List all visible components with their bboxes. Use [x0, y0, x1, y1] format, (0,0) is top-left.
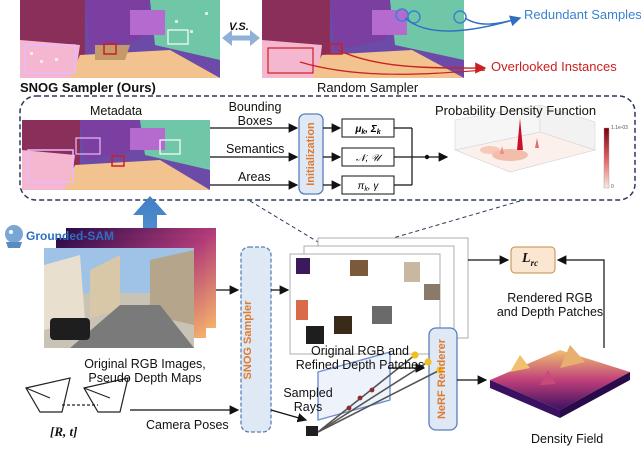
grounded-sam-icon	[5, 225, 23, 248]
rotation-translation-label: [R, t]	[50, 424, 78, 439]
grounded-sam-label: Grounded-SAM	[26, 229, 114, 243]
grounded-sam-arrow	[133, 196, 167, 255]
patches-caption-line-1: Original RGB and	[311, 344, 409, 358]
patches-caption-line-2: Refined Depth Patches	[295, 358, 425, 372]
initialization-box	[298, 113, 324, 195]
rgb-caption-line-1: Original RGB Images,	[84, 357, 206, 371]
rendered-caption-line-1: Rendered RGB	[507, 291, 593, 305]
snog-sample-image	[20, 0, 220, 78]
rgb-images-caption: Original RGB Images, Pseudo Depth Maps	[70, 357, 220, 385]
semantics-label: Semantics	[226, 142, 285, 156]
redundant-samples-label: Redundant Samples	[524, 7, 641, 22]
snog-sampler-box	[240, 246, 272, 433]
areas-label: Areas	[238, 170, 271, 184]
rgb-image-stack	[44, 228, 216, 348]
sampled-rays-caption: Sampled Rays	[278, 386, 338, 414]
svg-text:𝒩, 𝒰: 𝒩, 𝒰	[356, 153, 383, 164]
pdf-colorbar	[603, 127, 610, 189]
bounding-boxes-label: Bounding Boxes	[225, 100, 285, 128]
loss-symbol: L	[522, 251, 531, 266]
bounding-line-1: Bounding	[228, 100, 282, 114]
random-sampler-caption: Random Sampler	[317, 80, 419, 95]
nerf-renderer-box	[428, 327, 458, 431]
pdf-title: Probability Density Function	[435, 103, 597, 118]
sampled-line-2: Rays	[293, 400, 323, 414]
patches-caption: Original RGB and Refined Depth Patches	[295, 344, 425, 372]
snog-sampler-label: SNOG Sampler	[242, 300, 254, 380]
bounding-line-2: Boxes	[237, 114, 273, 128]
colorbar-min-label: 0	[611, 184, 614, 190]
density-field-label: Density Field	[531, 432, 604, 446]
density-field	[490, 345, 630, 418]
snog-sampler-caption: SNOG Sampler (Ours)	[20, 80, 156, 95]
metadata-label: Metadata	[90, 104, 143, 118]
random-sample-image	[262, 0, 467, 78]
patch-stack	[289, 237, 469, 355]
camera-poses-illustration	[25, 377, 129, 413]
colorbar-max-label: 1.1e-03	[611, 125, 628, 131]
vs-label: V.S.	[229, 21, 249, 33]
rendered-caption-line-2: and Depth Patches	[496, 305, 604, 319]
pdf-plot	[453, 104, 610, 189]
loss-subscript: rc	[530, 257, 539, 268]
loss-label: Lrc	[522, 252, 538, 270]
camera-poses-label: Camera Poses	[146, 418, 229, 432]
rgb-caption-line-2: Pseudo Depth Maps	[88, 371, 202, 385]
svg-text:μk, Σk: μk, Σk	[354, 124, 381, 136]
nerf-renderer-label: NeRF Renderer	[436, 338, 448, 420]
loss-box	[510, 246, 556, 274]
svg-text:πk, γ: πk, γ	[358, 181, 380, 193]
overlooked-arrow	[337, 49, 487, 74]
rendered-patches-caption: Rendered RGB and Depth Patches	[490, 291, 610, 319]
initialization-label: Initialization	[305, 122, 317, 186]
sampled-line-1: Sampled	[283, 386, 333, 400]
metadata-image	[22, 120, 210, 190]
camera-icon	[306, 426, 318, 436]
sampled-rays	[306, 351, 444, 436]
overlooked-instances-label: Overlooked Instances	[491, 59, 617, 74]
